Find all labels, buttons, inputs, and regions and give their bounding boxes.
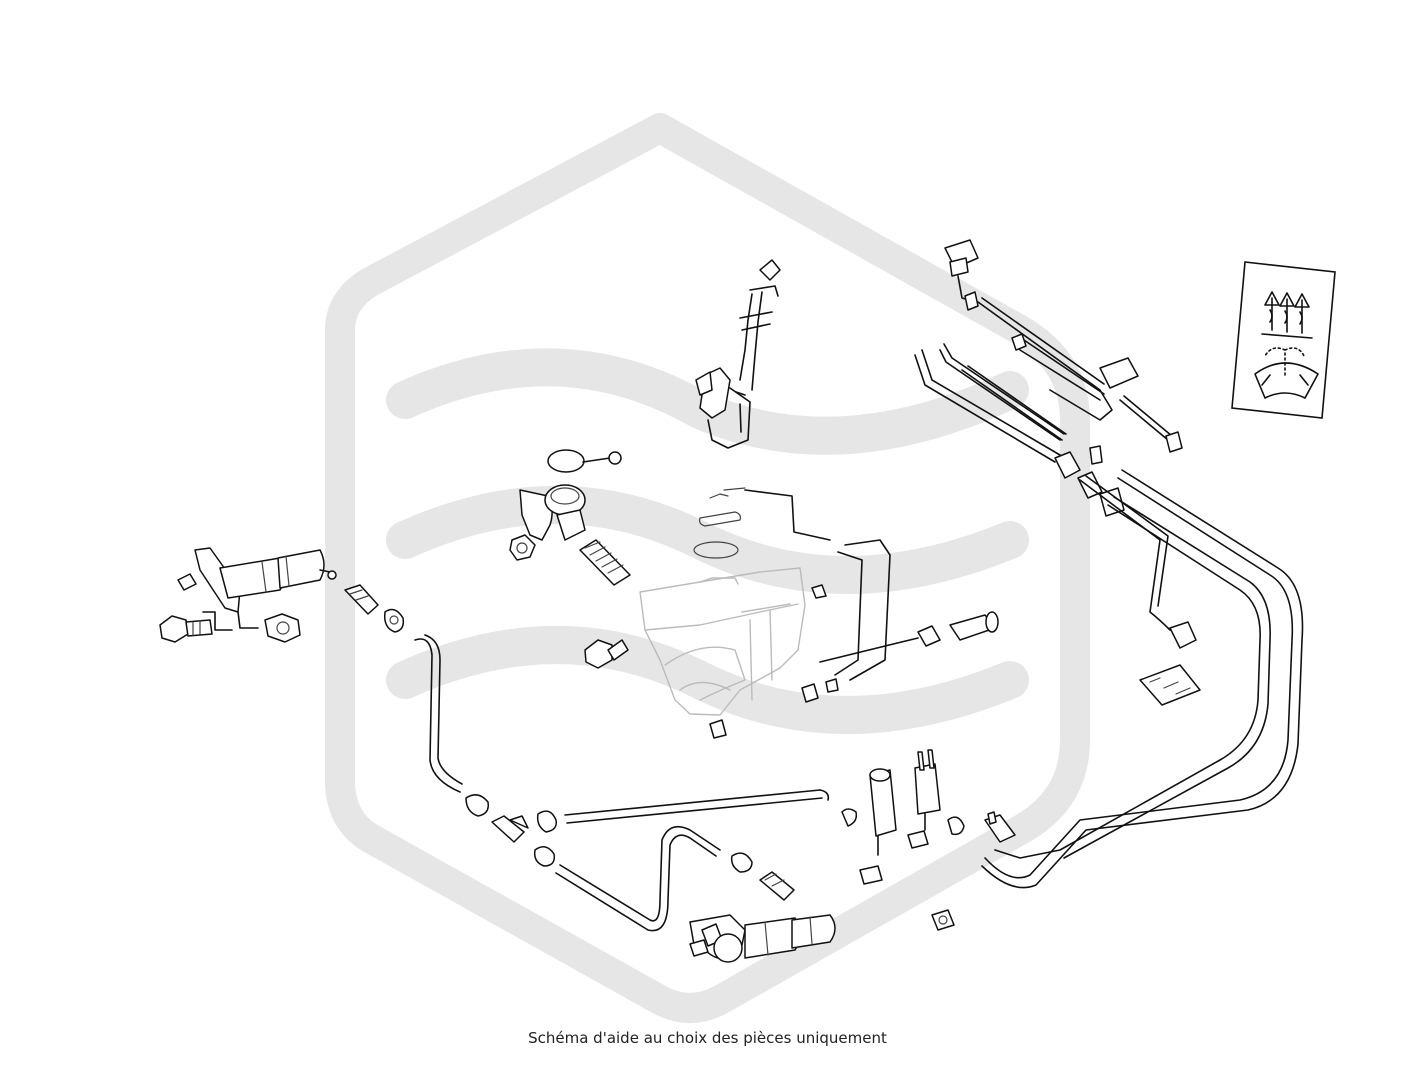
harness-end	[1119, 395, 1173, 441]
windshield-washer-symbol-icon	[1254, 347, 1319, 399]
clamp-lower-3	[533, 846, 556, 867]
connector-right-tank	[917, 611, 999, 647]
washer-reservoir	[639, 567, 806, 716]
rod-upper-2	[939, 343, 1065, 441]
fitting-cluster	[1054, 445, 1125, 517]
washer-pump-1	[841, 768, 897, 856]
filler-cap	[547, 449, 622, 473]
connector-right-lower	[984, 811, 1016, 843]
small-clip-tank	[709, 584, 839, 739]
grommet-1	[859, 865, 883, 885]
rod-upper-3	[961, 365, 1067, 441]
hose-right-long-d	[981, 469, 1304, 889]
clip-right	[947, 816, 965, 836]
headlamp-washer-nozzle-right	[689, 914, 836, 963]
corrugated-hose	[579, 539, 631, 586]
bolt-1	[584, 639, 629, 669]
symbol-card	[1231, 261, 1336, 419]
grommet-3	[931, 909, 955, 931]
hose-u-a	[559, 825, 721, 922]
hose-right-long-b	[1063, 496, 1271, 859]
clamp-lower-2	[536, 810, 558, 833]
cable-right	[1079, 475, 1171, 631]
rod-upper-1	[914, 349, 1061, 463]
nut-1	[509, 534, 536, 561]
hose-right-long-c	[984, 477, 1294, 879]
hose-right-long-a	[994, 504, 1261, 859]
vent-hose	[744, 489, 831, 541]
washer-pump-2	[914, 749, 941, 831]
clamp-lower-4	[730, 852, 753, 873]
tank-hose-c	[819, 637, 919, 663]
reservoir-cap	[693, 487, 746, 559]
connector-left-1	[344, 584, 379, 615]
hose-left-vertical-a	[414, 638, 461, 793]
nut-left	[264, 613, 301, 643]
filler-neck	[519, 484, 586, 541]
hose-straight-end	[819, 789, 830, 801]
harness-plug	[1165, 431, 1183, 453]
hose-u-b	[555, 834, 717, 932]
valve-assembly-top	[695, 259, 781, 449]
connector-lower-2	[759, 871, 795, 901]
hose-straight	[564, 789, 823, 824]
connector-plug-right	[1169, 621, 1197, 649]
tank-hose-b	[834, 551, 863, 676]
harness-top	[977, 297, 1113, 421]
connector-lower-1	[491, 815, 529, 843]
nozzle-top-right-2	[1099, 357, 1139, 389]
headlamp-washer-nozzle-left	[177, 547, 337, 631]
grommet-2	[907, 830, 929, 849]
hose-left-vertical-b	[424, 634, 463, 785]
clamp-left-1	[383, 608, 405, 633]
tank-hose-a	[844, 539, 891, 681]
clip-harness	[1011, 333, 1027, 351]
bolt-left	[159, 615, 213, 643]
logo-watermark	[325, 113, 1090, 1023]
nozzle-top-right	[944, 239, 979, 311]
diagram-caption: Schéma d'aide au choix des pièces unique…	[528, 1029, 887, 1047]
clamp-lower-1	[465, 794, 490, 817]
heat-arrows-icon	[1261, 291, 1313, 339]
relay-module	[1139, 664, 1201, 706]
